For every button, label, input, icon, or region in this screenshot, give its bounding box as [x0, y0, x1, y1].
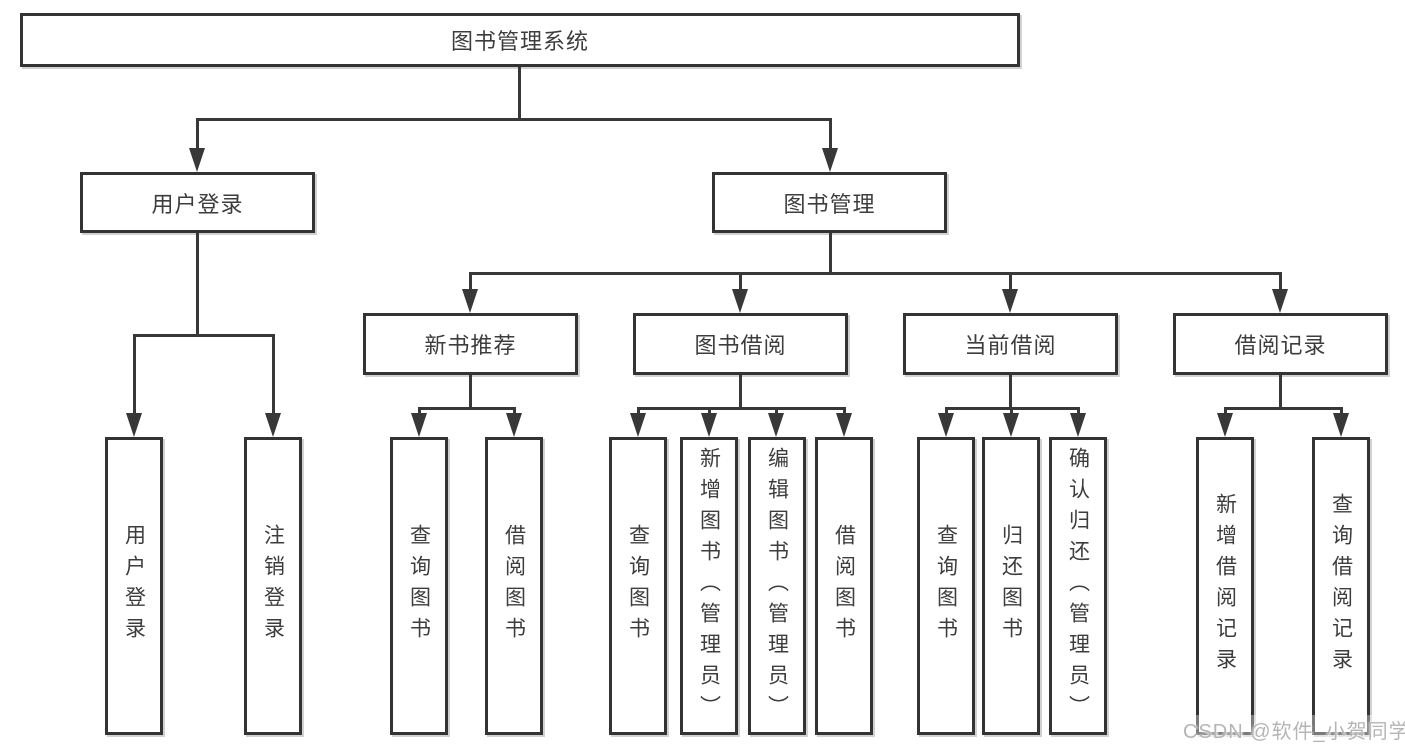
arrow-down-icon	[938, 413, 954, 437]
connector-line	[468, 375, 472, 410]
connector-line	[195, 233, 199, 337]
arrow-down-icon	[836, 413, 852, 437]
arrow-down-icon	[1333, 413, 1349, 437]
connector-line	[195, 117, 832, 121]
leaf-add-borrow-record: 新增借阅记录	[1196, 437, 1254, 735]
leaf-user-login: 用户登录	[105, 437, 163, 735]
arrow-down-icon	[1002, 289, 1018, 313]
connector-line	[636, 406, 846, 410]
connector-line	[738, 375, 742, 410]
arrow-down-icon	[732, 289, 748, 313]
leaf-query-borrow-record: 查询借阅记录	[1312, 437, 1370, 735]
arrow-down-icon	[411, 413, 427, 437]
leaf-query-book-1: 查询图书	[390, 437, 448, 735]
connector-line	[1278, 273, 1282, 297]
leaf-return-book: 归还图书	[982, 437, 1040, 735]
leaf-label: 查询借阅记录	[1329, 493, 1353, 679]
arrow-down-icon	[701, 413, 717, 437]
arrow-down-icon	[126, 413, 142, 437]
arrow-down-icon	[1217, 413, 1233, 437]
connector-line	[1008, 375, 1012, 410]
node-borrow-records: 借阅记录	[1173, 313, 1388, 375]
leaf-label: 借阅图书	[832, 524, 856, 648]
connector-line	[828, 119, 832, 156]
arrow-down-icon	[189, 148, 205, 172]
leaf-label: 查询图书	[407, 524, 431, 648]
connector-line	[468, 273, 472, 297]
leaf-borrow-book-2: 借阅图书	[815, 437, 873, 735]
leaf-logout: 注销登录	[244, 437, 302, 735]
connector-line	[271, 335, 275, 421]
leaf-query-book-2: 查询图书	[609, 437, 667, 735]
leaf-query-book-3: 查询图书	[917, 437, 975, 735]
arrow-down-icon	[768, 413, 784, 437]
leaf-label: 编辑图书（管理员）	[765, 446, 789, 726]
connector-line	[1223, 406, 1343, 410]
arrow-down-icon	[265, 413, 281, 437]
connector-line	[1278, 375, 1282, 410]
leaf-label: 用户登录	[122, 524, 146, 648]
arrow-down-icon	[1272, 289, 1288, 313]
connector-line	[1008, 273, 1012, 297]
node-root-system: 图书管理系统	[20, 13, 1020, 67]
leaf-label: 新增借阅记录	[1213, 493, 1237, 679]
leaf-label: 确认归还（管理员）	[1066, 446, 1090, 726]
node-new-book-recommend: 新书推荐	[363, 313, 578, 375]
leaf-label: 注销登录	[261, 524, 285, 648]
connector-line	[738, 273, 742, 297]
arrow-down-icon	[630, 413, 646, 437]
leaf-label: 归还图书	[999, 524, 1023, 648]
leaf-confirm-return-admin: 确认归还（管理员）	[1049, 437, 1107, 735]
node-user-login: 用户登录	[80, 172, 315, 233]
node-current-borrow: 当前借阅	[903, 313, 1118, 375]
leaf-label: 查询图书	[934, 524, 958, 648]
arrow-down-icon	[462, 289, 478, 313]
arrow-down-icon	[1070, 413, 1086, 437]
watermark-csdn: CSDN @软件_小贺同学	[1183, 715, 1405, 744]
leaf-label: 新增图书（管理员）	[697, 446, 721, 726]
node-book-management: 图书管理	[712, 172, 947, 233]
leaf-borrow-book-1: 借阅图书	[485, 437, 543, 735]
leaf-add-book-admin: 新增图书（管理员）	[680, 437, 738, 735]
connector-line	[132, 335, 136, 421]
connector-line	[195, 119, 199, 156]
leaf-edit-book-admin: 编辑图书（管理员）	[748, 437, 806, 735]
leaf-label: 查询图书	[626, 524, 650, 648]
node-book-borrow: 图书借阅	[633, 313, 848, 375]
connector-line	[417, 406, 516, 410]
arrow-down-icon	[1003, 413, 1019, 437]
connector-line	[132, 333, 275, 337]
arrow-down-icon	[822, 148, 838, 172]
arrow-down-icon	[506, 413, 522, 437]
connector-line	[828, 233, 832, 275]
connector-line	[517, 67, 521, 121]
connector-line	[468, 271, 1282, 275]
leaf-label: 借阅图书	[502, 524, 526, 648]
